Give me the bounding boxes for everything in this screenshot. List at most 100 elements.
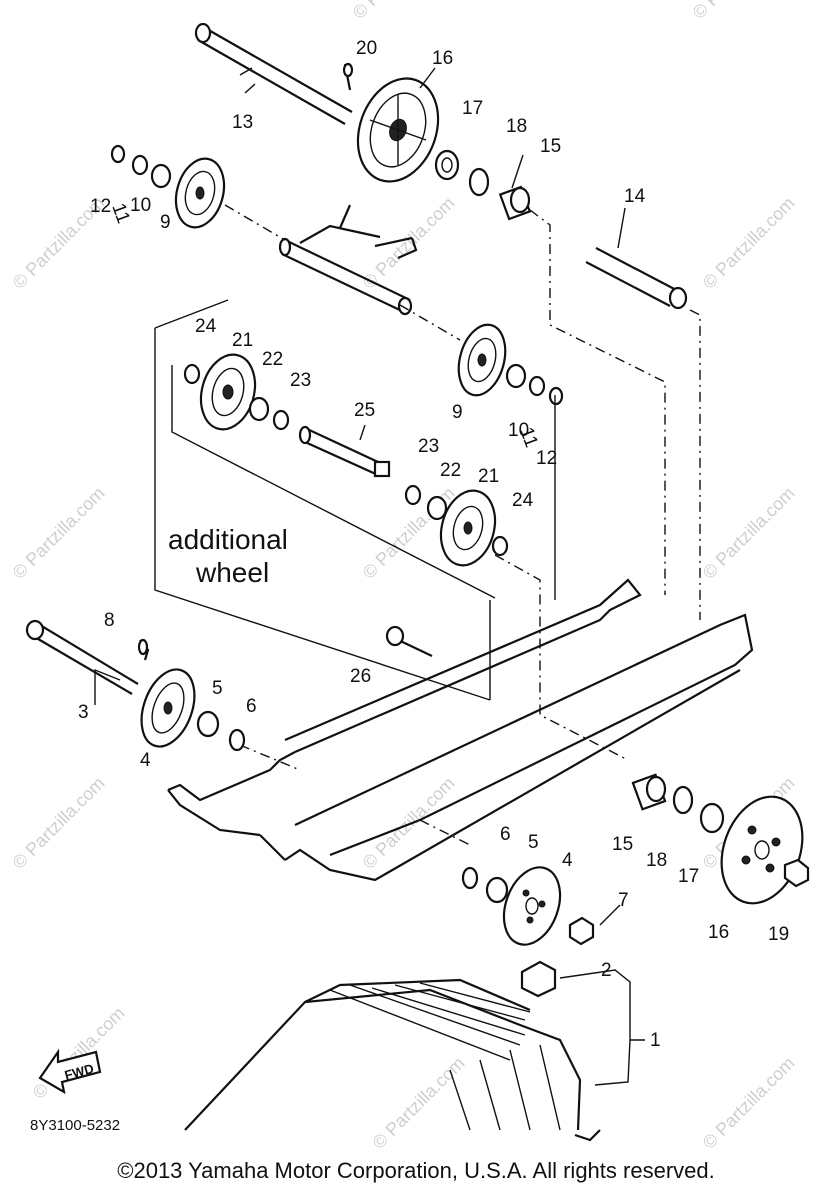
- wheel-9-right: [457, 323, 507, 397]
- callout-16: 16: [432, 48, 453, 69]
- wheel-21-left: [199, 353, 257, 431]
- callout-12: 12: [536, 448, 557, 469]
- callout-25: 25: [354, 400, 375, 421]
- callout-16: 16: [708, 922, 729, 943]
- washer-11-right: [528, 375, 546, 397]
- watermark: © Partzilla.com: [699, 1053, 799, 1153]
- track-1: [184, 978, 601, 1142]
- callout-5: 5: [212, 678, 223, 699]
- bolt-26: [385, 625, 433, 657]
- washer-23-right: [404, 484, 422, 506]
- forward-arrow-icon: FWD: [38, 1048, 102, 1095]
- nut-24-right: [491, 535, 509, 557]
- collar-15-upper: [498, 185, 532, 221]
- watermark: © Partzilla.com: [349, 0, 449, 23]
- leader-lines: [94, 67, 645, 1086]
- bearing-17-upper: [434, 149, 460, 181]
- washer-23-left: [272, 409, 290, 431]
- copyright-notice: ©2013 Yamaha Motor Corporation, U.S.A. A…: [117, 1158, 715, 1183]
- cap-19: [783, 858, 810, 888]
- callout-6: 6: [500, 824, 511, 845]
- callout-10: 10: [130, 195, 151, 216]
- callout-labels: 20 16 13 17 18 15 14 12 11 10 9 24 21 22…: [78, 38, 789, 1051]
- watermark: © Partzilla.com: [699, 193, 799, 293]
- watermark: © Partzilla.com: [359, 193, 459, 293]
- watermark: © Partzilla.com: [9, 773, 109, 873]
- nut-12-right: [548, 386, 564, 406]
- callout-7: 7: [618, 890, 629, 911]
- callout-23: 23: [418, 436, 439, 457]
- bearing-10-left: [150, 163, 172, 189]
- callout-3: 3: [78, 702, 89, 723]
- clip-2: [520, 960, 557, 998]
- additional-wheel-note-line1: additional: [168, 524, 288, 555]
- callout-4: 4: [562, 850, 573, 871]
- callout-19: 19: [768, 924, 789, 945]
- shaft-3: [25, 619, 139, 695]
- callout-12: 12: [90, 196, 111, 217]
- callout-4: 4: [140, 750, 151, 771]
- callout-8: 8: [104, 610, 115, 631]
- bearing-17-upper-inner: [441, 157, 453, 173]
- bearing-5-right: [485, 876, 509, 904]
- axle-25: [298, 425, 391, 478]
- collar-15-lower: [631, 773, 667, 811]
- circlip-18-upper: [468, 167, 490, 197]
- forward-arrow-label: FWD: [63, 1061, 95, 1083]
- shaft-13: [194, 22, 353, 125]
- wheel-21-right: [439, 489, 497, 567]
- callout-23: 23: [290, 370, 311, 391]
- bearing-22-right: [426, 495, 448, 521]
- rod-14: [585, 247, 688, 310]
- diagram-code: 8Y3100-5232: [30, 1117, 120, 1134]
- callout-21: 21: [478, 466, 499, 487]
- idler-wheel-16-upper: [356, 77, 440, 183]
- callout-21: 21: [232, 330, 253, 351]
- callout-17: 17: [678, 866, 699, 887]
- bolt-8: [137, 638, 150, 661]
- slide-rail-outer: [259, 613, 754, 882]
- idler-wheel-4-left: [140, 668, 196, 748]
- callout-26: 26: [350, 666, 371, 687]
- circlip-6-left: [228, 728, 246, 752]
- callout-10: 10: [508, 420, 529, 441]
- callout-22: 22: [440, 460, 461, 481]
- callout-15: 15: [540, 136, 561, 157]
- bearing-17-lower: [699, 802, 725, 834]
- callout-22: 22: [262, 349, 283, 370]
- watermark: © Partzilla.com: [699, 483, 799, 583]
- watermark: © Partzilla.com: [9, 483, 109, 583]
- watermark: © Partzilla.com: [689, 0, 789, 23]
- nut-7: [568, 916, 595, 946]
- callout-2: 2: [601, 960, 612, 981]
- idler-wheel-16-lower: [720, 795, 804, 905]
- wheel-9-left: [174, 157, 226, 229]
- callout-18: 18: [506, 116, 527, 137]
- callout-20: 20: [356, 38, 377, 59]
- additional-wheel-note-line2: wheel: [195, 557, 269, 588]
- callout-17: 17: [462, 98, 483, 119]
- bearing-5-left: [196, 710, 220, 738]
- callout-9: 9: [160, 212, 171, 233]
- callout-15: 15: [612, 834, 633, 855]
- circlip-6-right: [461, 866, 479, 890]
- callout-1: 1: [650, 1030, 661, 1051]
- bolt-20: [342, 62, 354, 91]
- nut-24-left: [183, 363, 201, 385]
- callout-13: 13: [232, 112, 253, 133]
- bearing-22-left: [248, 396, 270, 422]
- additional-wheel-frame: [154, 299, 556, 701]
- pivot-arm: [278, 204, 418, 316]
- nut-12-left: [110, 144, 126, 164]
- callout-6: 6: [246, 696, 257, 717]
- watermark: © Partzilla.com: [369, 1053, 469, 1153]
- idler-wheel-4-right: [502, 866, 562, 946]
- callout-14: 14: [624, 186, 646, 207]
- circlip-18-lower: [672, 785, 694, 815]
- bearing-10-right: [505, 363, 527, 389]
- washer-11-left: [131, 154, 149, 176]
- callout-5: 5: [528, 832, 539, 853]
- slide-rail-inner: [167, 578, 642, 837]
- callout-24: 24: [195, 316, 217, 337]
